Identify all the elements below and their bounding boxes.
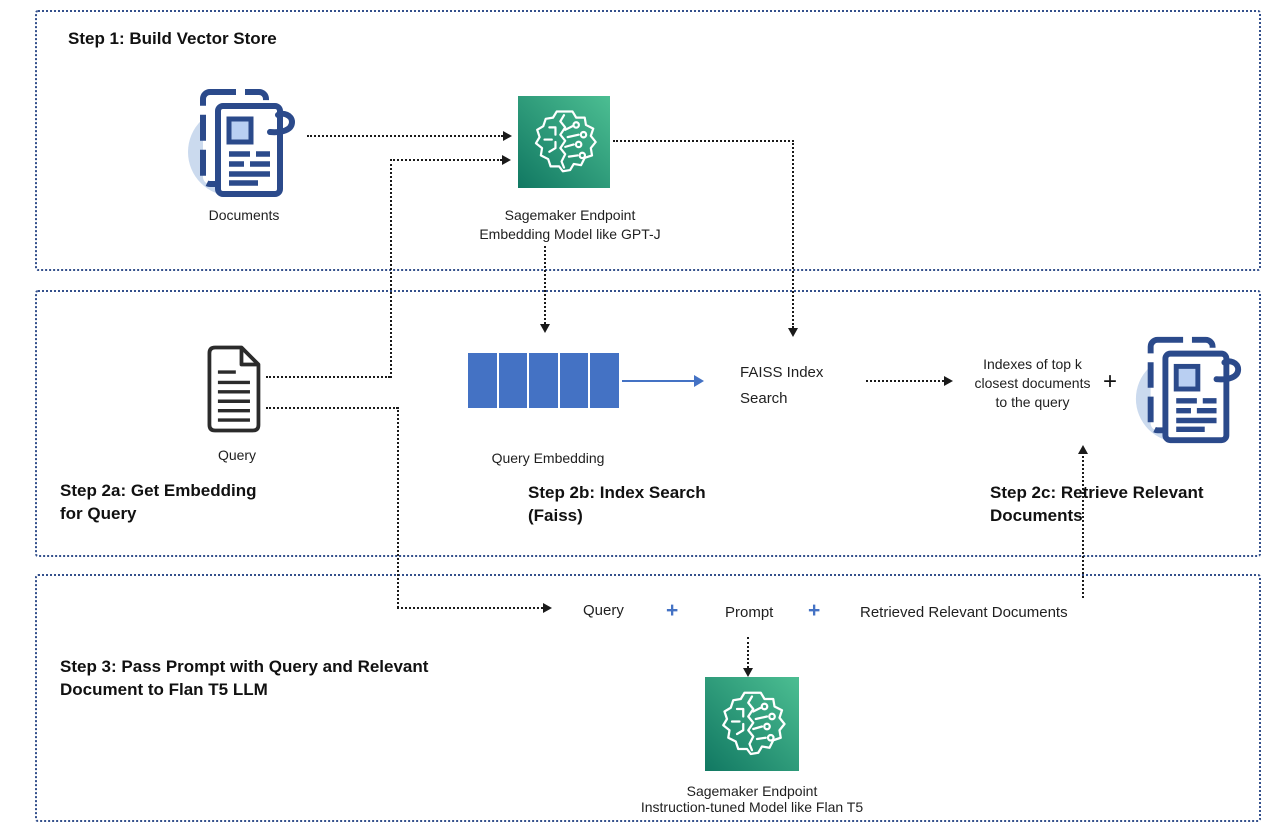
step3-label: Step 3: Pass Prompt with Query and Relev… xyxy=(60,657,429,699)
query-icon xyxy=(200,343,266,440)
connector-query-up-v xyxy=(390,159,392,378)
arrowhead-embedding-to-faiss xyxy=(788,328,798,337)
plus-sign-1: + xyxy=(666,599,679,622)
connector-docs-to-embedding xyxy=(307,135,503,137)
sagemaker-llm-endpoint-icon xyxy=(705,677,799,771)
connector-query-down-v xyxy=(397,407,399,608)
arrowhead-retrieved-up xyxy=(1078,445,1088,454)
connector-query-down-h1 xyxy=(266,407,398,409)
sagemaker-embedding-endpoint-icon xyxy=(518,96,610,188)
connector-embedding-to-faiss-v xyxy=(792,140,794,328)
top-k-indexes-label: Indexes of top k closest documents to th… xyxy=(974,356,1091,410)
step2b-label: Step 2b: Index Search (Faiss) xyxy=(528,483,706,525)
query-caption: Query xyxy=(217,447,257,463)
arrowhead-prompt-to-llm xyxy=(743,668,753,677)
documents-icon xyxy=(182,82,302,209)
embedding-cell xyxy=(468,353,497,408)
step3-section-box xyxy=(35,574,1261,822)
connector-vector-to-faiss xyxy=(622,380,694,382)
prompt-text: Prompt xyxy=(725,604,774,621)
step1-section-box xyxy=(35,10,1261,271)
plus-sign-2: + xyxy=(808,599,821,622)
connector-query-up-h1 xyxy=(266,376,390,378)
step1-title: Step 1: Build Vector Store xyxy=(68,29,277,48)
step2a-label: Step 2a: Get Embedding for Query xyxy=(60,481,257,523)
connector-prompt-to-llm xyxy=(747,637,749,668)
embedding-cell xyxy=(590,353,619,408)
connector-embedding-to-vector xyxy=(544,246,546,324)
arrowhead-docs-to-embedding xyxy=(503,131,512,141)
retrieved-documents-icon xyxy=(1130,330,1248,455)
plus-sign-indexes-docs: + xyxy=(1103,368,1118,395)
arrowhead-query-to-prompt xyxy=(543,603,552,613)
query-embedding-vector xyxy=(468,353,619,408)
embedding-cell xyxy=(529,353,558,408)
llm-endpoint-caption: Sagemaker Endpoint Instruction-tuned Mod… xyxy=(640,783,864,815)
embedding-endpoint-caption: Sagemaker Endpoint Embedding Model like … xyxy=(479,207,661,242)
documents-caption: Documents xyxy=(208,207,280,223)
arrowhead-faiss-to-indexes xyxy=(944,376,953,386)
step2-section-box xyxy=(35,290,1261,557)
connector-query-down-h2 xyxy=(397,607,543,609)
arrowhead-query-to-embedding xyxy=(502,155,511,165)
step2c-label: Step 2c: Retrieve Relevant Documents xyxy=(990,483,1204,525)
connector-embedding-to-faiss-h xyxy=(613,140,794,142)
connector-query-up-h2 xyxy=(390,159,502,161)
arrowhead-vector-to-faiss xyxy=(694,375,704,387)
connector-retrieved-up xyxy=(1082,456,1084,598)
embedding-cell xyxy=(498,353,528,408)
arrowhead-embedding-to-vector xyxy=(540,324,550,333)
prompt-query-text: Query xyxy=(583,602,624,619)
connector-faiss-to-indexes xyxy=(866,380,944,382)
faiss-index-search-label: FAISS Index Search xyxy=(740,364,824,407)
embedding-cell xyxy=(559,353,589,408)
query-embedding-caption: Query Embedding xyxy=(491,450,605,466)
retrieved-relevant-documents-text: Retrieved Relevant Documents xyxy=(860,604,1068,621)
